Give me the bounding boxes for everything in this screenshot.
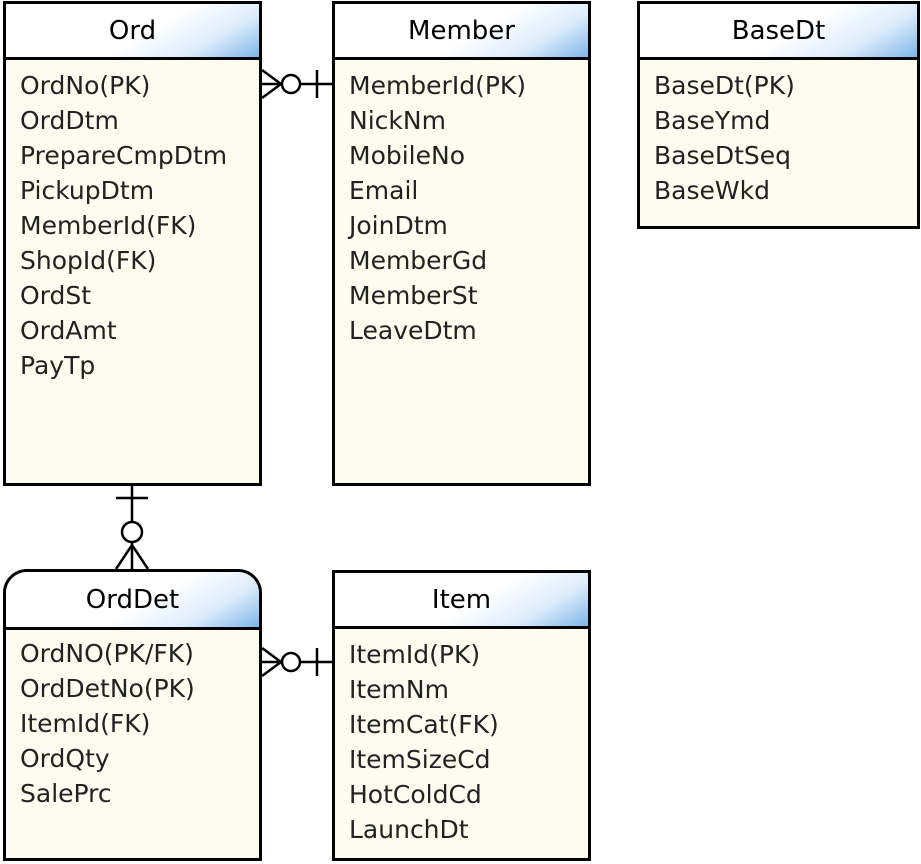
zero-circle-icon [120, 520, 144, 544]
attribute: ItemId(PK) [349, 640, 481, 669]
zero-circle-icon [280, 651, 302, 673]
attribute: SalePrc [20, 779, 112, 808]
attribute: ItemNm [349, 675, 449, 704]
attribute: PayTp [20, 351, 96, 380]
attribute: BaseYmd [654, 106, 771, 135]
attribute: MemberGd [349, 246, 488, 275]
crows-foot-icon [114, 542, 150, 570]
attribute: ItemId(FK) [20, 709, 151, 738]
attribute: Email [349, 176, 419, 205]
entity-title: Item [335, 573, 588, 629]
entity-member[interactable]: Member MemberId(PK) NickNm MobileNo Emai… [332, 1, 591, 486]
attribute: MemberSt [349, 281, 478, 310]
attribute: ItemCat(FK) [349, 710, 499, 739]
attribute-list: BaseDt(PK) BaseYmd BaseDtSeq BaseWkd [640, 60, 917, 208]
entity-title: OrdDet [6, 572, 259, 630]
entity-basedt[interactable]: BaseDt BaseDt(PK) BaseYmd BaseDtSeq Base… [637, 1, 920, 229]
attribute: NickNm [349, 106, 446, 135]
attribute: MobileNo [349, 141, 466, 170]
zero-circle-icon [280, 73, 302, 95]
entity-item[interactable]: Item ItemId(PK) ItemNm ItemCat(FK) ItemS… [332, 570, 591, 861]
attribute-list: OrdNo(PK) OrdDtm PrepareCmpDtm PickupDtm… [6, 60, 259, 383]
attribute: OrdAmt [20, 316, 117, 345]
attribute: BaseDtSeq [654, 141, 792, 170]
attribute-list: OrdNO(PK/FK) OrdDetNo(PK) ItemId(FK) Ord… [6, 630, 259, 811]
attribute: PickupDtm [20, 176, 155, 205]
entity-ord[interactable]: Ord OrdNo(PK) OrdDtm PrepareCmpDtm Picku… [3, 1, 262, 486]
entity-title: BaseDt [640, 4, 917, 60]
attribute-list: ItemId(PK) ItemNm ItemCat(FK) ItemSizeCd… [335, 629, 588, 847]
attribute: LeaveDtm [349, 316, 477, 345]
attribute: BaseDt(PK) [654, 71, 795, 100]
attribute-list: MemberId(PK) NickNm MobileNo Email JoinD… [335, 60, 588, 348]
attribute: OrdNo(PK) [20, 71, 151, 100]
attribute: OrdDetNo(PK) [20, 674, 195, 703]
relationship-orddet-item [261, 646, 332, 678]
attribute: ItemSizeCd [349, 745, 491, 774]
attribute: PrepareCmpDtm [20, 141, 228, 170]
entity-orddet[interactable]: OrdDet OrdNO(PK/FK) OrdDetNo(PK) ItemId(… [3, 569, 262, 861]
attribute: MemberId(PK) [349, 71, 527, 100]
relationship-ord-orddet [114, 486, 150, 570]
attribute: OrdSt [20, 281, 92, 310]
attribute: OrdNO(PK/FK) [20, 639, 194, 668]
attribute: OrdQty [20, 744, 110, 773]
attribute: JoinDtm [349, 211, 448, 240]
entity-title: Ord [6, 4, 259, 60]
attribute: HotColdCd [349, 780, 482, 809]
relationship-ord-member [261, 68, 332, 100]
attribute: OrdDtm [20, 106, 119, 135]
attribute: BaseWkd [654, 176, 770, 205]
entity-title: Member [335, 4, 588, 60]
attribute: MemberId(FK) [20, 211, 197, 240]
attribute: LaunchDt [349, 815, 469, 844]
attribute: ShopId(FK) [20, 246, 157, 275]
